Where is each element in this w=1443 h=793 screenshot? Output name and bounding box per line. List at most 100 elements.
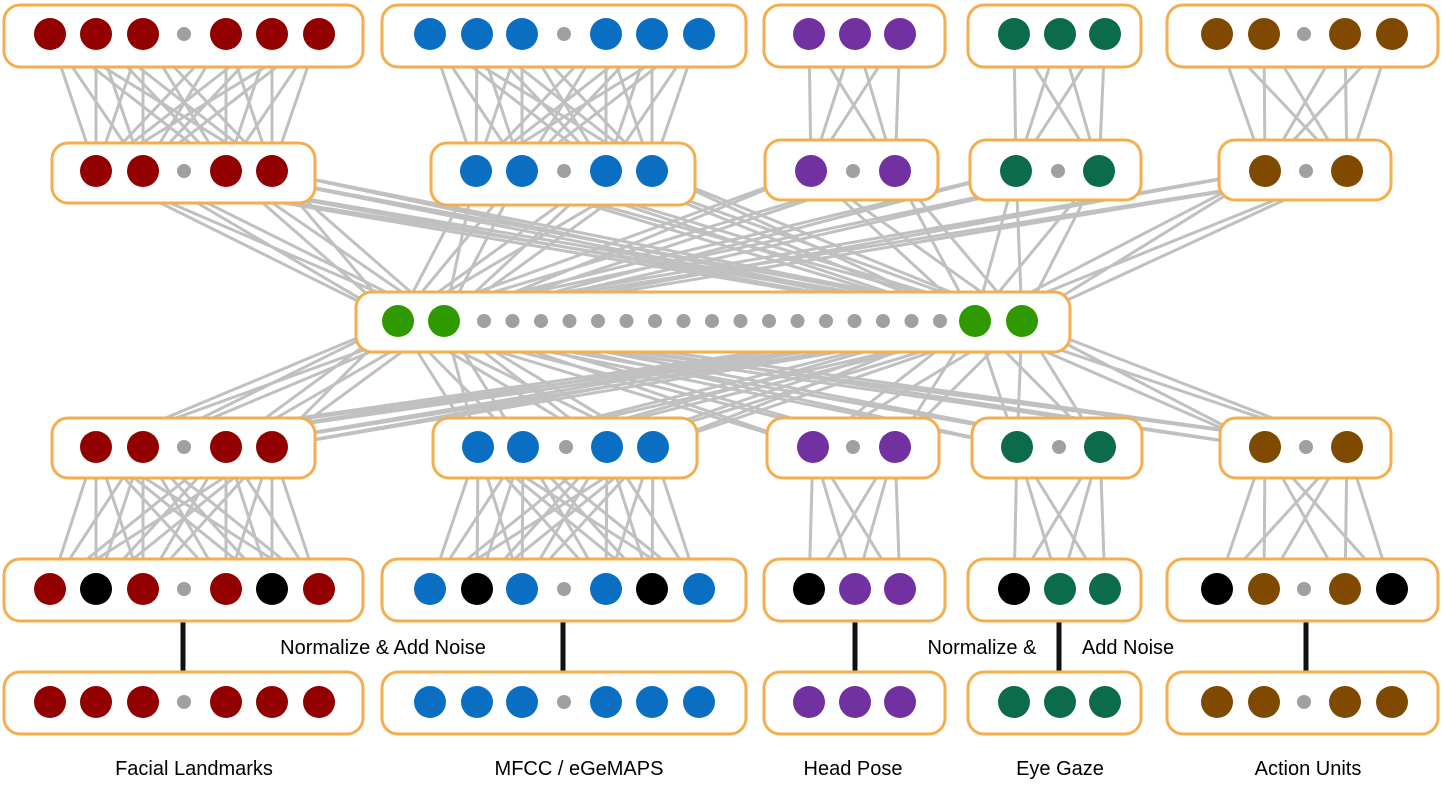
node-encoder-eye_gaze xyxy=(1084,431,1116,463)
node-noisy_input-facial_landmarks xyxy=(127,573,159,605)
ellipsis-dot xyxy=(733,314,748,328)
masked-node xyxy=(636,573,668,605)
ellipsis-dot xyxy=(1297,695,1311,709)
node-decoder-action_units xyxy=(1249,155,1281,187)
node-output-facial_landmarks xyxy=(303,18,335,50)
node-decoder-eye_gaze xyxy=(1083,155,1115,187)
node-input-head_pose xyxy=(839,686,871,718)
node-input-mfcc xyxy=(506,686,538,718)
ellipsis-dot xyxy=(1299,164,1313,178)
ellipsis-dot xyxy=(557,695,571,709)
node-encoder-eye_gaze xyxy=(1001,431,1033,463)
node-noisy_input-head_pose xyxy=(884,573,916,605)
node-input-head_pose xyxy=(793,686,825,718)
node-output-facial_landmarks xyxy=(210,18,242,50)
ellipsis-dot xyxy=(534,314,548,328)
label-eye-gaze: Eye Gaze xyxy=(1016,758,1104,780)
label-normalize-right: Normalize & xyxy=(928,637,1038,659)
node-output-action_units xyxy=(1376,18,1408,50)
ellipsis-dot xyxy=(790,314,805,328)
node-output-mfcc xyxy=(414,18,446,50)
label-action-units: Action Units xyxy=(1255,758,1362,780)
masked-node xyxy=(461,573,493,605)
ellipsis-dot xyxy=(876,314,890,328)
node-noisy_input-action_units xyxy=(1329,573,1361,605)
ellipsis-dot xyxy=(505,314,520,328)
node-decoder-facial_landmarks xyxy=(80,155,112,187)
node-decoder-head_pose xyxy=(879,155,911,187)
label-facial-landmarks: Facial Landmarks xyxy=(115,758,273,780)
ellipsis-dot xyxy=(477,314,491,328)
node-encoder-head_pose xyxy=(797,431,829,463)
masked-node xyxy=(998,573,1030,605)
node-noisy_input-action_units xyxy=(1248,573,1280,605)
ellipsis-dot xyxy=(177,582,191,596)
ellipsis-dot xyxy=(619,314,634,328)
node-output-head_pose xyxy=(884,18,916,50)
node-input-eye_gaze xyxy=(1089,686,1121,718)
node-noisy_input-mfcc xyxy=(683,573,715,605)
ellipsis-dot xyxy=(819,314,833,328)
ellipsis-dot xyxy=(562,314,577,328)
ellipsis-dot xyxy=(557,164,571,178)
node-output-mfcc xyxy=(506,18,538,50)
ellipsis-dot xyxy=(177,440,191,454)
masked-node xyxy=(80,573,112,605)
ellipsis-dot xyxy=(847,314,862,328)
label-mfcc-egemaps: MFCC / eGeMAPS xyxy=(495,758,664,780)
node-fusion-fusion xyxy=(428,305,460,337)
node-output-mfcc xyxy=(636,18,668,50)
masked-node xyxy=(1201,573,1233,605)
node-noisy_input-mfcc xyxy=(414,573,446,605)
node-output-head_pose xyxy=(839,18,871,50)
node-output-eye_gaze xyxy=(1089,18,1121,50)
node-encoder-head_pose xyxy=(879,431,911,463)
node-decoder-facial_landmarks xyxy=(256,155,288,187)
node-encoder-mfcc xyxy=(462,431,494,463)
node-output-facial_landmarks xyxy=(80,18,112,50)
label-add-noise-right: Add Noise xyxy=(1082,637,1174,659)
node-decoder-facial_landmarks xyxy=(210,155,242,187)
node-noisy_input-eye_gaze xyxy=(1044,573,1076,605)
node-input-head_pose xyxy=(884,686,916,718)
node-input-facial_landmarks xyxy=(303,686,335,718)
node-decoder-eye_gaze xyxy=(1000,155,1032,187)
node-output-facial_landmarks xyxy=(34,18,66,50)
node-input-mfcc xyxy=(590,686,622,718)
node-input-facial_landmarks xyxy=(34,686,66,718)
node-decoder-mfcc xyxy=(460,155,492,187)
node-fusion-fusion xyxy=(1006,305,1038,337)
node-input-eye_gaze xyxy=(1044,686,1076,718)
node-encoder-action_units xyxy=(1331,431,1363,463)
node-input-mfcc xyxy=(414,686,446,718)
node-fusion-fusion xyxy=(382,305,414,337)
masked-node xyxy=(793,573,825,605)
masked-node xyxy=(1376,573,1408,605)
ellipsis-dot xyxy=(1297,27,1311,41)
ellipsis-dot xyxy=(177,164,191,178)
ellipsis-dot xyxy=(1297,582,1311,596)
ellipsis-dot xyxy=(676,314,691,328)
label-head-pose: Head Pose xyxy=(804,758,903,780)
node-fusion-fusion xyxy=(959,305,991,337)
node-input-action_units xyxy=(1376,686,1408,718)
node-noisy_input-head_pose xyxy=(839,573,871,605)
node-input-mfcc xyxy=(636,686,668,718)
node-output-facial_landmarks xyxy=(256,18,288,50)
ellipsis-dot xyxy=(1052,440,1066,454)
node-encoder-facial_landmarks xyxy=(127,431,159,463)
node-noisy_input-facial_landmarks xyxy=(210,573,242,605)
node-encoder-mfcc xyxy=(637,431,669,463)
node-input-mfcc xyxy=(683,686,715,718)
node-noisy_input-facial_landmarks xyxy=(34,573,66,605)
ellipsis-dot xyxy=(557,27,571,41)
node-input-action_units xyxy=(1201,686,1233,718)
node-decoder-mfcc xyxy=(506,155,538,187)
ellipsis-dot xyxy=(648,314,662,328)
node-output-mfcc xyxy=(590,18,622,50)
node-encoder-mfcc xyxy=(591,431,623,463)
node-input-mfcc xyxy=(461,686,493,718)
node-input-eye_gaze xyxy=(998,686,1030,718)
node-output-action_units xyxy=(1329,18,1361,50)
node-output-mfcc xyxy=(683,18,715,50)
